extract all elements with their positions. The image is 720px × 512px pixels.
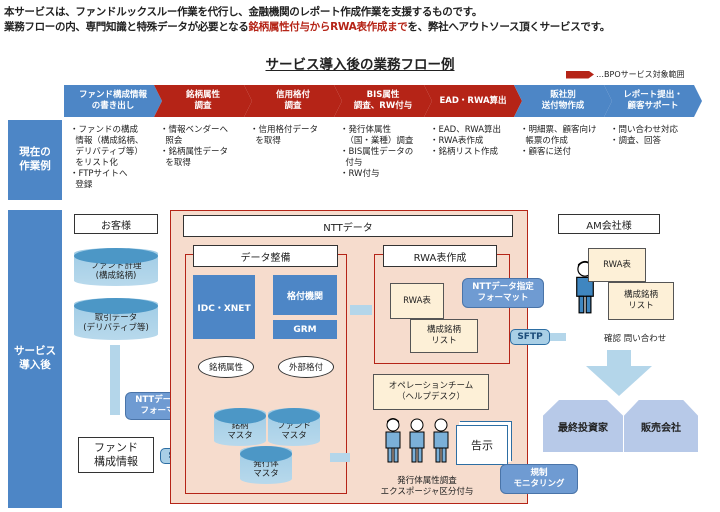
security-attribute-bubble: 銘柄属性 (198, 356, 254, 378)
external-rating-bubble: 外部格付 (278, 356, 334, 378)
security-master-db: 銘柄 マスタ (214, 408, 266, 446)
fund-accounting-db: ファンド計理 (構成銘柄) (74, 248, 158, 286)
legend-label: …BPOサービス対象範囲 (596, 70, 685, 79)
am-rwa-table-doc: RWA表 (588, 248, 646, 282)
flow-step-2: 銘柄属性 調査 (154, 85, 252, 117)
down-arrow-icon (110, 345, 120, 415)
current-work-item-4: ・発行体属性 （国・業種）調査 ・BIS属性データの 付与 ・RW付与 (340, 125, 414, 180)
rating-agency-source: 格付機関 (273, 275, 337, 315)
data-prep-label: データ整備 (193, 245, 338, 267)
bpo-swatch-icon (566, 70, 594, 79)
flow-step-4: BIS属性 調査、RW付与 (334, 85, 432, 117)
person-icon (433, 418, 449, 463)
end-investor-box: 最終投資家 (543, 400, 623, 452)
transaction-data-db: 取引データ (デリバティブ等) (74, 298, 158, 340)
idc-xnet-source: IDC・XNET (193, 275, 255, 339)
fund-composition-info: ファンド 構成情報 (78, 437, 154, 473)
grm-source: GRM (273, 320, 337, 339)
issuer-master-db: 発行体 マスタ (240, 446, 292, 484)
current-work-header: 現在の 作業例 (8, 120, 62, 200)
person-icon (409, 418, 425, 463)
left-arrow-icon (330, 453, 350, 462)
intro-highlight: 銘柄属性付与からRWA表作成まで (248, 21, 408, 33)
sftp-badge-am: SFTP (510, 329, 550, 345)
current-work-item-6: ・明細票、顧客向け 帳票の作成 ・顧客に送付 (520, 125, 597, 158)
legend: …BPOサービス対象範囲 (566, 69, 685, 80)
flow-step-1: ファンド構成情報 の書き出し (64, 85, 162, 117)
intro-text: 業務フローの内、専門知識と特殊データが必要となる (4, 21, 249, 33)
right-arrow-icon (550, 333, 566, 341)
current-work-item-2: ・情報ベンダーへ 照会 ・銘柄属性データ を取得 (160, 125, 229, 169)
intro-line-1: 本サービスは、ファンドルックスルー作業を代行し、金融機関のレポート作成作業を支援… (4, 6, 483, 18)
am-company-label: AM会社様 (558, 214, 660, 234)
distributor-box: 販売会社 (624, 400, 698, 452)
customer-label: お客様 (74, 214, 158, 234)
ntt-data-label: NTTデータ (183, 215, 513, 237)
intro-text-end: を、弊社へアウトソース頂くサービスです。 (407, 21, 611, 33)
flow-step-5: EAD・RWA算出 (424, 85, 522, 117)
regulation-monitoring-callout: 規制 モニタリング (500, 464, 578, 494)
notice-doc: 告示 (456, 425, 508, 465)
diagram-title: サービス導入後の業務フロー例 (265, 57, 455, 73)
current-work-item-7: ・問い合わせ対応 ・調査、回答 (610, 125, 679, 147)
flow-step-6: 販社別 送付物作成 (514, 85, 612, 117)
constituent-list-doc: 構成銘柄 リスト (410, 319, 478, 353)
am-constituent-list-doc: 構成銘柄 リスト (608, 282, 674, 320)
format-callout-rwa: NTTデータ指定 フォーマット (462, 278, 544, 308)
flow-step-3: 信用格付 調査 (244, 85, 342, 117)
current-work-item-5: ・EAD、RWA算出 ・RWA表作成 ・銘柄リスト作成 (430, 125, 502, 158)
intro-line-2: 業務フローの内、専門知識と特殊データが必要となる銘柄属性付与からRWA表作成まで… (4, 19, 610, 34)
right-arrow-icon (350, 305, 372, 315)
current-work-item-1: ・ファンドの構成 情報（構成銘柄、 デリバティブ等） をリスト化 ・FTPサイト… (70, 125, 144, 191)
operators-group (382, 418, 452, 464)
service-header: サービス 導入後 (8, 210, 62, 508)
operations-team-label: オペレーションチーム （ヘルプデスク） (373, 374, 489, 410)
current-work-item-3: ・信用格付データ を取得 (250, 125, 319, 147)
rwa-table-doc: RWA表 (390, 283, 444, 319)
fund-master-db: ファンド マスタ (268, 408, 320, 446)
down-arrow-head-icon (586, 366, 652, 396)
rwa-label: RWA表作成 (383, 245, 497, 267)
am-caption: 確認 問い合わせ (604, 334, 667, 344)
ops-caption: 発行体属性調査 エクスポージャ区分付与 (380, 476, 474, 498)
flow-step-7: レポート提出・ 顧客サポート (604, 85, 702, 117)
down-arrow-icon (607, 350, 631, 368)
person-icon (385, 418, 401, 463)
